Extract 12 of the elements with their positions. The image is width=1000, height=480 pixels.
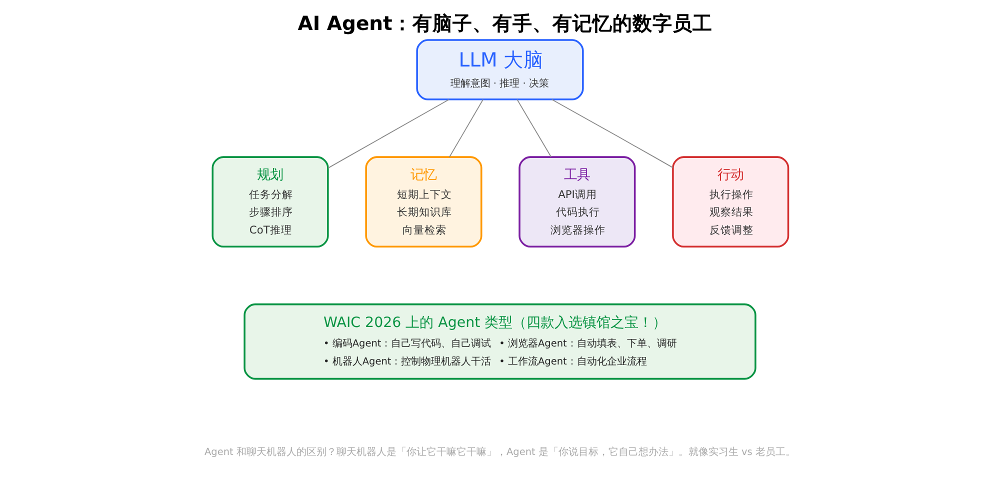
- connector: [449, 99, 484, 158]
- connector: [551, 99, 674, 168]
- node-box: WAIC 2026 上的 Agent 类型（四款入选镇馆之宝！） • 编码Agent：自己写代码、自己调试 • 浏览器Agent：自动填表、下单、调研 • 机器人Agent：控制物理机器人干活 • 工作流Agent：自动化企业流程: [244, 303, 756, 380]
- node-box: 行动 执行操作 观察结果 反馈调整: [672, 156, 790, 248]
- connector: [516, 99, 552, 158]
- node-box: 工具 API调用 代码执行 浏览器操作: [518, 156, 636, 248]
- node-box: 规划 任务分解 步骤排序 CoT推理: [212, 156, 329, 248]
- connector: [328, 99, 450, 169]
- diagram-title: AI Agent：有脑子、有手、有记忆的数字员工: [298, 12, 712, 35]
- label: Agent 和聊天机器人的区别？聊天机器人是「你让它干嘛它干嘛」，Agent 是「你说目标，它自己想办法」。就像实习生 vs 老员工。: [204, 446, 796, 458]
- node-box: LLM 大脑 理解意图 · 推理 · 决策: [416, 39, 584, 100]
- node-box: 记忆 短期上下文 长期知识库 向量检索: [365, 156, 482, 248]
